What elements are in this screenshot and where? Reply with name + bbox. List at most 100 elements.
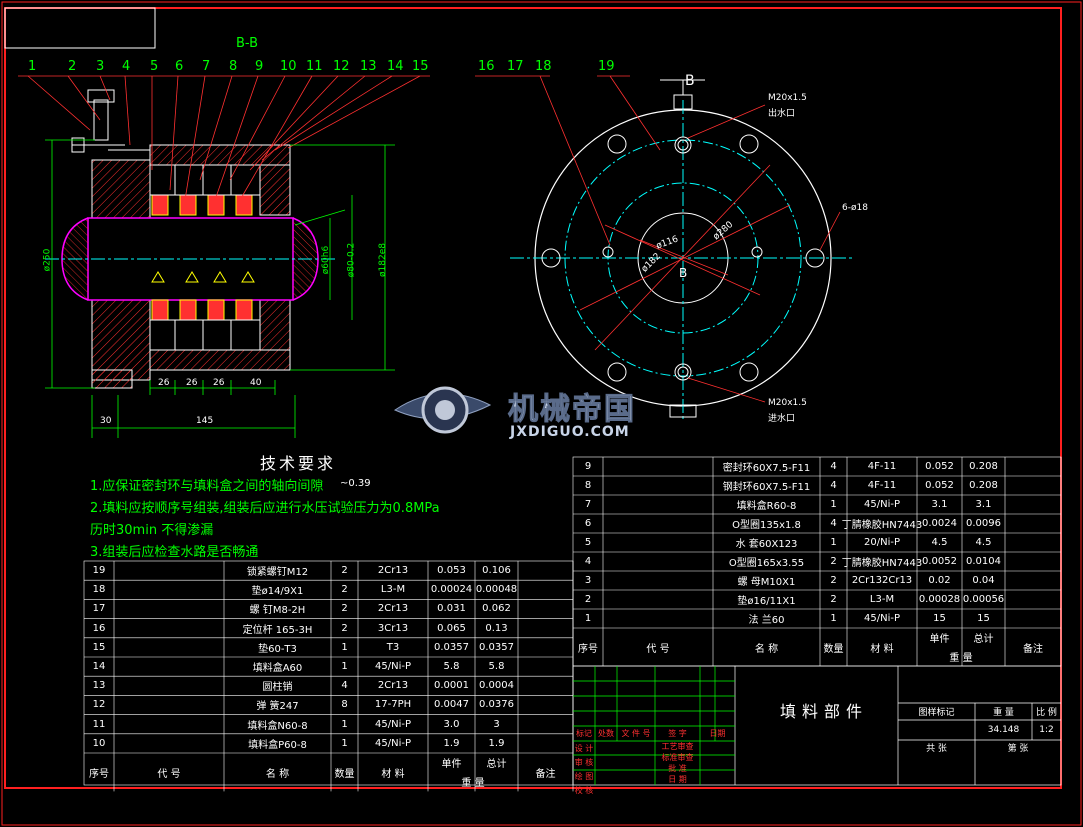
dim-d182: ø182e8: [377, 243, 388, 277]
bom-cell: 15: [977, 613, 990, 624]
bom-cell: [1005, 495, 1061, 514]
dim-m20-bot-sub: 进水口: [768, 414, 796, 424]
tech-requirements-title: 技术要求: [260, 454, 337, 473]
bom-cell: 3.1: [975, 499, 992, 510]
bom-cell: 8: [341, 699, 348, 711]
bom-cell: 螺 母M10X1: [737, 577, 796, 588]
bom-cell: 2Cr132Cr13: [851, 575, 913, 586]
bom-cell: [114, 695, 224, 714]
bom-cell: 0.0001: [434, 680, 469, 692]
bom-cell: 垫ø14/9X1: [251, 586, 304, 598]
bom-cell: 0.0357: [479, 641, 514, 653]
bom-cell: 圆柱销: [262, 682, 293, 694]
section-view: [18, 75, 430, 438]
bom-cell: 0.208: [969, 480, 998, 491]
bom-cell: [114, 676, 224, 695]
bom-cell: 9: [584, 461, 592, 472]
bom-cell: 填料盒N60-8: [247, 720, 308, 732]
bom-cell: [603, 533, 713, 552]
bom-cell: 4: [830, 480, 837, 491]
bom-cell: L3-M: [869, 594, 895, 605]
bom-cell: 5: [584, 537, 592, 548]
dim-m20-top: M20x1.5: [768, 93, 807, 103]
bom-header-cell: 名 称: [754, 643, 779, 655]
callout-number: 18: [535, 59, 552, 74]
bom-cell: 7: [584, 499, 592, 510]
signer-label: 设 计: [574, 743, 594, 753]
bom-cell: 16: [92, 622, 106, 634]
bom-cell: 0.053: [437, 565, 466, 577]
bom-cell: 13: [92, 680, 106, 692]
callout-number: 1: [28, 59, 37, 74]
bom-header-cell: 代 号: [157, 768, 181, 780]
bom-cell: [603, 571, 713, 590]
scale-label: 比 例: [1036, 708, 1057, 718]
revision-header: 文 件 号: [621, 729, 651, 738]
end-view: [475, 75, 855, 420]
bom-cell: [518, 715, 573, 734]
bom-cell: [518, 619, 573, 638]
callout-number: 6: [175, 59, 184, 74]
bom-cell: 20/Ni-P: [864, 537, 900, 548]
bom-cell: [518, 695, 573, 714]
bom-header-cell: 总计: [973, 634, 994, 645]
bom-cell: 2: [830, 575, 837, 586]
corner-box: [4, 7, 156, 49]
dim-m20-bot: M20x1.5: [768, 398, 807, 408]
bom-cell: 0.04: [972, 575, 995, 586]
bom-cell: 0.13: [485, 622, 508, 634]
bom-cell: 垫60-T3: [258, 643, 297, 655]
bom-cell: 3: [493, 718, 500, 730]
bom-cell: [603, 457, 713, 476]
bom-cell: 4F-11: [867, 480, 897, 491]
part-title: 填料部件: [780, 702, 869, 721]
callout-number: 5: [150, 59, 159, 74]
inner-frame: [4, 7, 1062, 789]
bom-cell: 密封环60X7.5-F11: [722, 463, 811, 474]
bom-cell: 4: [584, 556, 592, 567]
bom-cell: [114, 561, 224, 580]
callout-number: 2: [68, 59, 77, 74]
view-label-b-top: B: [685, 73, 695, 89]
bom-cell: 11: [92, 718, 106, 730]
bom-cell: [603, 514, 713, 533]
bom-cell: 4: [830, 461, 837, 472]
bom-header-cell: 名 称: [265, 768, 290, 780]
bom-cell: 0.031: [437, 603, 466, 615]
signer-label: 绘 图: [574, 771, 594, 781]
bom-cell: 0.065: [437, 622, 466, 634]
bom-header-cell: 代 号: [646, 643, 670, 655]
bom-cell: 4.5: [931, 537, 948, 548]
bom-cell: 定位杆 165-3H: [242, 624, 313, 636]
bom-cell: 螺 钉M8-2H: [249, 605, 306, 617]
bom-cell: [1005, 552, 1061, 571]
approver-label: 工艺审查: [661, 742, 694, 751]
tech-requirement-item: 历时30min 不得渗漏: [90, 523, 214, 538]
bom-cell: 15: [92, 641, 106, 653]
bom-cell: [114, 599, 224, 618]
dim-m20-top-sub: 出水口: [768, 109, 796, 119]
bom-cell: 45/Ni-P: [864, 499, 900, 510]
bom-cell: 2: [830, 594, 837, 605]
approver-label: 日 期: [668, 775, 687, 784]
bom-cell: 1: [830, 613, 837, 624]
bom-cell: 45/Ni-P: [375, 718, 411, 730]
bom-cell: 0.00056: [962, 594, 1005, 605]
bom-header-cell: 备注: [535, 768, 556, 780]
tech-requirement-item: 3.组装后应检查水路是否畅通: [90, 545, 259, 560]
bom-cell: [603, 495, 713, 514]
bom-cell: 水 套60X123: [735, 539, 798, 550]
bom-cell: [518, 599, 573, 618]
revision-header: 日期: [709, 729, 726, 738]
bom-cell: 17: [92, 603, 106, 615]
signer-label: 校 核: [574, 785, 594, 795]
bom-cell: 0.0357: [434, 641, 469, 653]
bom-cell: [518, 676, 573, 695]
bom-cell: 2: [584, 594, 592, 605]
bom-cell: [114, 580, 224, 599]
bom-cell: 垫ø16/11X1: [737, 596, 796, 607]
bom-cell: 1: [341, 718, 348, 730]
bom-cell: 12: [92, 699, 106, 711]
watermark-logo: [393, 386, 492, 434]
bom-cell: [518, 657, 573, 676]
